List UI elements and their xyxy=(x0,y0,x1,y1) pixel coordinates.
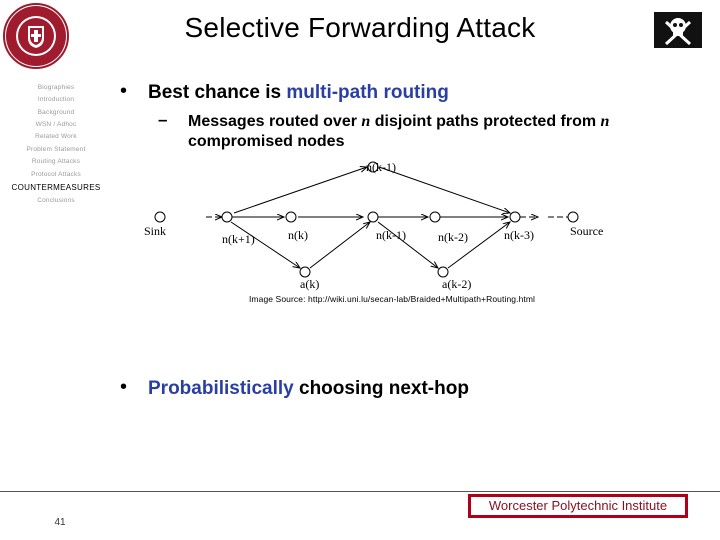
bullet-marker: • xyxy=(120,376,128,398)
sidebar-item-related-work[interactable]: Related Work xyxy=(35,133,77,140)
sub-bullet-disjoint-paths: Messages routed over n disjoint paths pr… xyxy=(188,112,609,152)
sidebar-item-introduction[interactable]: Introduction xyxy=(37,96,75,103)
sub-text-1: Messages routed over xyxy=(188,113,362,130)
variable-n: n xyxy=(361,113,371,130)
sidebar-item-protocol-attacks[interactable]: Protocol Attacks xyxy=(31,171,81,178)
wpi-seal-logo xyxy=(3,3,69,69)
bullet-text: Best chance is xyxy=(148,82,287,103)
bullet-text: choosing next-hop xyxy=(293,378,469,399)
sub-bullet-dash: – xyxy=(158,110,168,129)
sidebar-item-background[interactable]: Background xyxy=(37,109,75,116)
label-n-k-minus-2: n(k-2) xyxy=(438,230,468,244)
upper-branch xyxy=(233,167,510,213)
label-n-k-plus-1: n(k+1) xyxy=(222,232,255,246)
label-top-node: n(k-1) xyxy=(366,160,396,174)
sidebar-item-routing-attacks[interactable]: Routing Attacks xyxy=(31,158,81,165)
slide-title: Selective Forwarding Attack xyxy=(184,12,536,43)
sidebar-item-countermeasures[interactable]: COUNTERMEASURES xyxy=(11,183,101,192)
page-number: 41 xyxy=(54,517,66,528)
bullet-marker: • xyxy=(120,80,128,102)
sub-text-3: compromised nodes xyxy=(188,133,345,150)
label-a-k: a(k) xyxy=(300,277,319,291)
image-source-caption: Image Source: http://wiki.uni.lu/secan-l… xyxy=(248,294,536,304)
sidebar-item-problem-statement[interactable]: Problem Statement xyxy=(26,146,86,153)
diagram-nodes xyxy=(154,161,579,278)
bullet-multipath-routing: Best chance is multi-path routing xyxy=(148,82,449,104)
label-n-k: n(k) xyxy=(288,228,308,242)
highlight-text: multi-path routing xyxy=(286,82,449,103)
wpi-institution-name: Worcester Polytechnic Institute xyxy=(471,497,685,515)
label-a-k-minus-2: a(k-2) xyxy=(442,277,471,291)
label-n-k-minus-1: n(k-1) xyxy=(376,228,406,242)
sidebar-item-biographies[interactable]: Biographies xyxy=(37,84,75,91)
bullet-probabilistic-next-hop: Probabilistically choosing next-hop xyxy=(148,378,469,400)
footer-divider xyxy=(0,491,720,492)
variable-n: n xyxy=(600,113,610,130)
highlight-text: Probabilistically xyxy=(148,378,294,399)
sidebar-item-conclusions[interactable]: Conclusions xyxy=(37,197,75,204)
sidebar-item-wsn-adhoc[interactable]: WSN / Adhoc xyxy=(35,121,77,128)
skull-crossbones-icon xyxy=(654,12,702,48)
label-sink: Sink xyxy=(144,224,166,238)
label-n-k-minus-3: n(k-3) xyxy=(504,228,534,242)
braided-multipath-diagram: Sink n(k+1) n(k) n(k-1) n(k-2) n(k-3) So… xyxy=(144,160,603,291)
lower-branch xyxy=(230,222,510,268)
label-source: Source xyxy=(570,224,603,238)
sub-text-2: disjoint paths protected from xyxy=(370,113,601,130)
